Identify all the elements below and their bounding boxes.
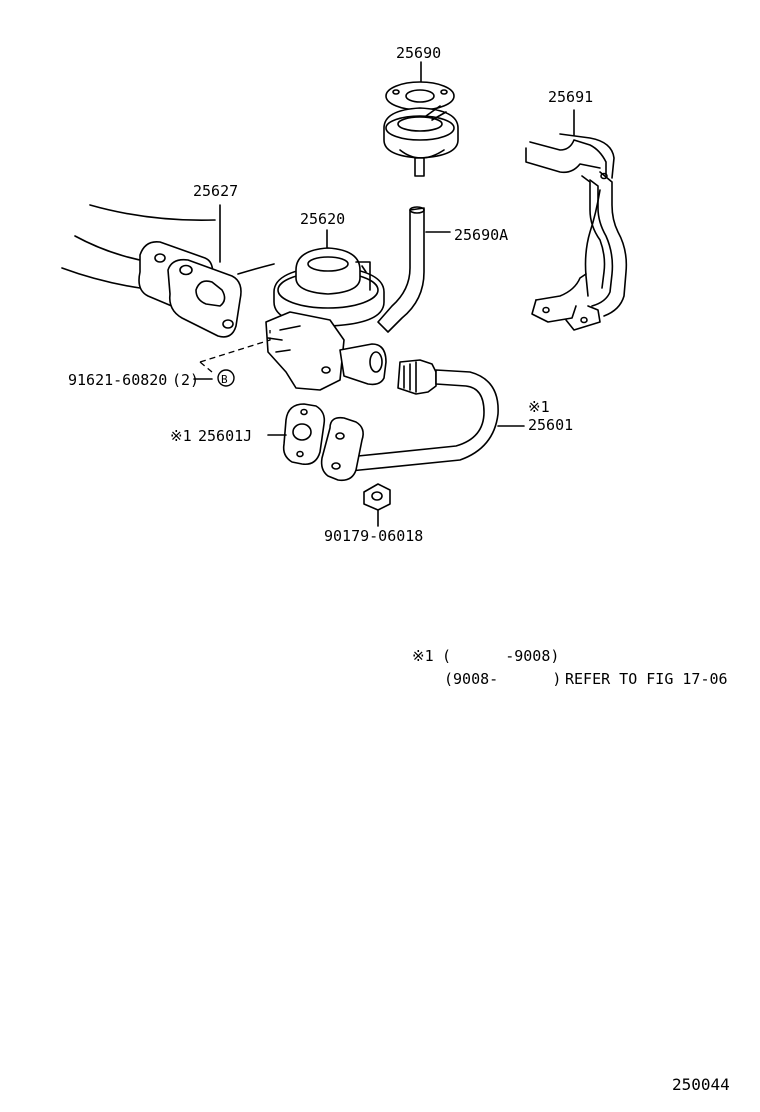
bolt-marker-circle [217, 369, 235, 387]
pipe-gasket-drawing [267, 403, 326, 466]
note-line1-range: ( -9008) [442, 647, 559, 665]
label-pipe-note: ※1 [528, 398, 550, 416]
manifold-gasket-drawing [138, 204, 242, 338]
egr-pipe-drawing [320, 359, 525, 482]
label-25690a: 25690A [454, 226, 508, 244]
label-bolt-part: 91621-60820 [68, 371, 167, 389]
label-25690: 25690 [396, 44, 441, 62]
label-90179-06018: 90179-06018 [324, 527, 423, 545]
bracket-drawing [525, 109, 628, 331]
label-25601j: 25601J [198, 427, 252, 445]
bolt-leader [193, 330, 271, 387]
figure-number: 250044 [672, 1075, 730, 1094]
note-line1-mark: ※1 [412, 647, 434, 665]
note-line2-range: (9008- ) [444, 670, 561, 688]
note-line2-ref: REFER TO FIG 17-06 [565, 670, 728, 688]
hose-drawing [377, 206, 451, 333]
label-bolt-qty: (2) [172, 371, 199, 389]
label-25627: 25627 [193, 182, 238, 200]
label-25601: 25601 [528, 416, 573, 434]
bolt-marker-letter: B [221, 373, 228, 386]
egr-valve-drawing [265, 229, 387, 391]
label-25620: 25620 [300, 210, 345, 228]
label-25691: 25691 [548, 88, 593, 106]
label-gasket-note: ※1 [170, 427, 192, 445]
nut-drawing [363, 483, 391, 527]
vacuum-modulator-drawing [383, 61, 459, 177]
